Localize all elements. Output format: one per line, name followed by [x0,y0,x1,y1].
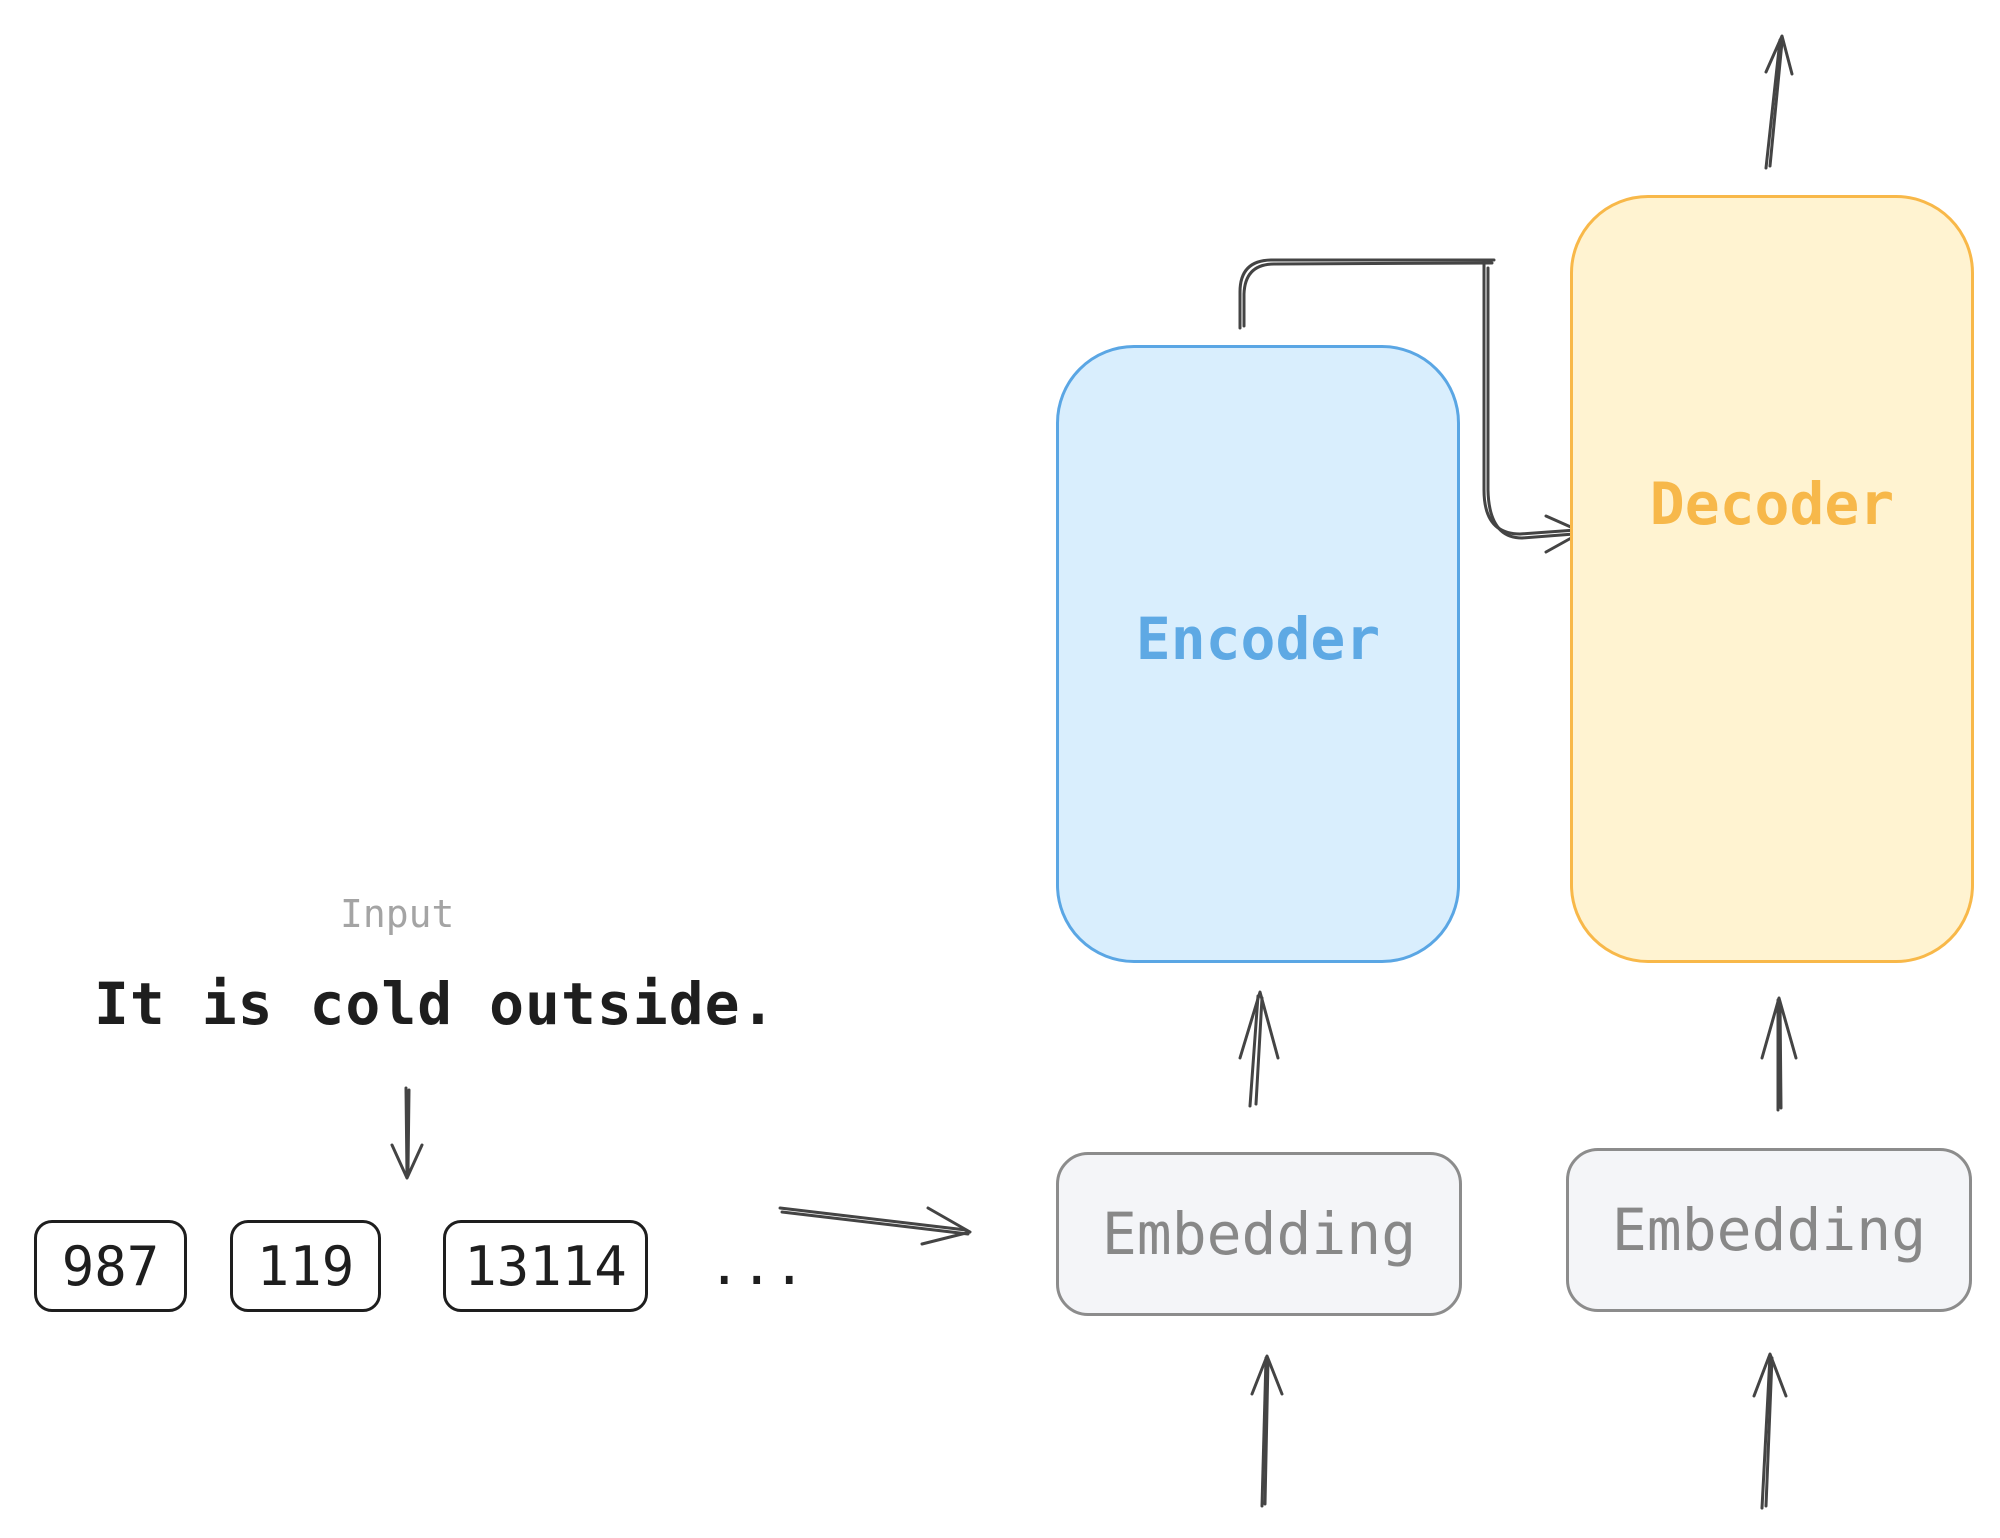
decoder-label: Decoder [1649,470,1895,538]
encoder-block: Encoder [1056,345,1460,963]
arrow-encoder-to-decoder [1238,258,1584,554]
decoder-embedding-label: Embedding [1611,1196,1927,1264]
token-ellipsis: ... [708,1234,806,1297]
arrow-embedding-to-encoder [1238,990,1280,1108]
token-box: 119 [230,1220,381,1312]
decoder-block: Decoder [1570,195,1974,963]
token-box: 13114 [443,1220,648,1312]
input-label: Input [340,892,455,936]
arrow-tokens-to-embedding [778,1206,972,1246]
arrow-encoder-input [1250,1354,1284,1508]
input-sentence: It is cold outside. [94,970,777,1038]
arrow-embedding-to-decoder [1760,996,1798,1112]
encoder-embedding-box: Embedding [1056,1152,1462,1316]
arrow-decoder-input [1752,1352,1788,1510]
arrow-sentence-to-tokens [390,1086,424,1180]
token-box: 987 [34,1220,187,1312]
arrow-decoder-output [1764,34,1794,170]
encoder-embedding-label: Embedding [1101,1200,1417,1268]
encoder-label: Encoder [1135,605,1381,673]
decoder-embedding-box: Embedding [1566,1148,1972,1312]
